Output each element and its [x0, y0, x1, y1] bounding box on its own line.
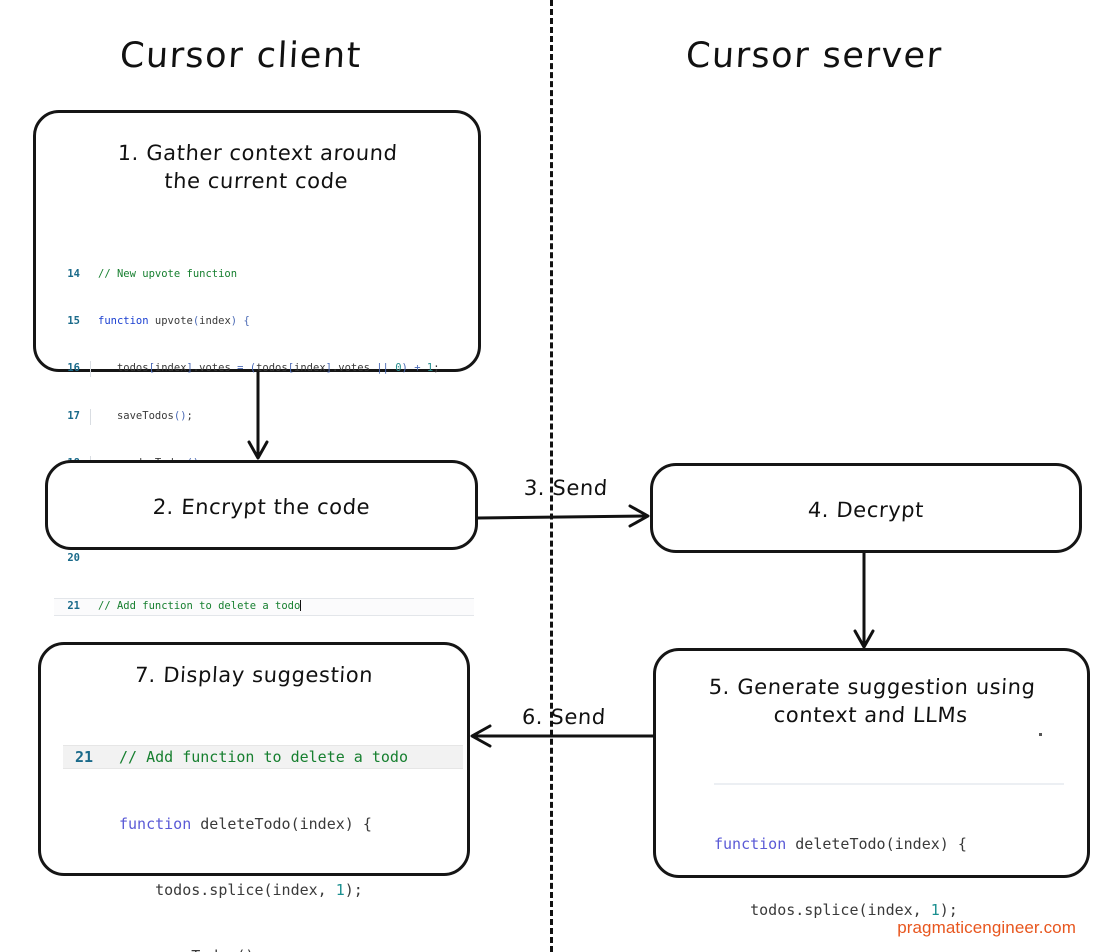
- line-number: 17: [67, 409, 80, 422]
- step-1-code-block: 14 // New upvote function 15 function up…: [54, 235, 474, 648]
- step-1-title: 1. Gather context around the current cod…: [35, 139, 480, 196]
- column-header-server: Cursor server: [684, 36, 944, 76]
- code-line: 15 function upvote(index) {: [54, 314, 474, 330]
- code-line: todos.splice(index, 1);: [63, 879, 463, 901]
- code-marker-dot: [1039, 733, 1042, 736]
- code-line: 17 saveTodos();: [54, 408, 474, 425]
- arrow-label-step-3: 3. Send: [523, 476, 609, 500]
- code-line: 20: [54, 551, 474, 567]
- step-4-title: 4. Decrypt: [807, 498, 925, 522]
- code-text: function deleteTodo(index) {: [714, 835, 967, 853]
- step-4-decrypt-box: 4. Decrypt: [650, 463, 1082, 553]
- code-line-highlighted: 21 // Add function to delete a todo: [63, 745, 463, 769]
- text-caret: [300, 600, 302, 612]
- code-line-active: 21 // Add function to delete a todo: [54, 598, 474, 617]
- step-7-title: 7. Display suggestion: [134, 663, 374, 687]
- code-text: todos.splice(index, 1);: [714, 901, 958, 919]
- step-7-display-suggestion-box: 7. Display suggestion 21 // Add function…: [38, 642, 470, 952]
- code-text: // Add function to delete a todo: [119, 748, 408, 766]
- column-header-client: Cursor client: [118, 36, 363, 76]
- code-text: saveTodos();: [119, 945, 463, 952]
- code-text: saveTodos();: [90, 408, 474, 425]
- code-text: // New upvote function: [98, 267, 238, 280]
- step-1-title-line-1: 1. Gather context around: [117, 141, 399, 165]
- line-number: 14: [67, 267, 80, 280]
- code-line: function deleteTodo(index) {: [63, 813, 463, 835]
- line-number: 16: [67, 362, 80, 375]
- code-text: // Add function to delete a todo: [98, 600, 302, 613]
- step-1-gather-context-box: 1. Gather context around the current cod…: [33, 110, 481, 617]
- code-line: 16 todos[index].votes = (todos[index].vo…: [54, 361, 474, 378]
- code-text: function deleteTodo(index) {: [119, 815, 372, 833]
- step-5-title: 5. Generate suggestion using context and…: [655, 673, 1089, 730]
- arrow-step4-to-step5: [853, 553, 875, 649]
- line-number: 21: [74, 748, 93, 766]
- step-2-title: 2. Encrypt the code: [152, 495, 371, 519]
- code-text: [98, 551, 474, 567]
- code-line: 14 // New upvote function: [54, 267, 474, 283]
- code-text: todos.splice(index, 1);: [119, 881, 363, 899]
- code-divider-line: [714, 733, 1064, 785]
- watermark-pragmaticengineer: pragmaticengineer.com: [897, 918, 1076, 937]
- step-5-title-line-2: context and LLMs: [773, 703, 969, 728]
- step-5-code-block: function deleteTodo(index) { todos.splic…: [714, 733, 1064, 952]
- step-5-title-line-1: 5. Generate suggestion using: [708, 675, 1037, 699]
- code-text: todos[index].votes = (todos[index].votes…: [90, 361, 474, 378]
- step-1-title-line-2: the current code: [163, 169, 349, 194]
- code-line: todos.splice(index, 1);: [714, 899, 1064, 921]
- code-text: function upvote(index) {: [98, 314, 250, 327]
- code-line: function deleteTodo(index) {: [714, 833, 1064, 855]
- client-server-divider: [550, 0, 553, 952]
- step-7-code-block: 21 // Add function to delete a todo func…: [63, 701, 463, 952]
- line-number: 21: [67, 600, 80, 613]
- code-line: saveTodos();: [63, 945, 463, 952]
- step-2-encrypt-box: 2. Encrypt the code: [45, 460, 478, 550]
- step-5-generate-suggestion-box: 5. Generate suggestion using context and…: [653, 648, 1090, 919]
- arrow-label-step-6: 6. Send: [521, 705, 607, 729]
- line-number: 20: [67, 551, 80, 564]
- line-number: 15: [67, 314, 80, 327]
